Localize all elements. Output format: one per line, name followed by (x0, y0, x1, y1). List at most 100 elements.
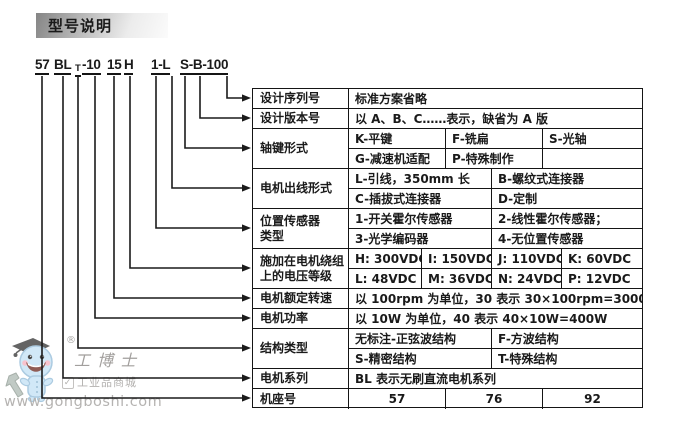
row-label: 施加在电机绕组 上的电压等级 (253, 249, 349, 288)
row-label: 电机系列 (253, 369, 349, 388)
model-code-token: BL (54, 58, 72, 75)
table-cell: F-铣扁 (446, 129, 543, 148)
table-subrow: BL 表示无刷直流电机系列 (349, 369, 642, 388)
table-cell: 1-开关霍尔传感器 (349, 209, 492, 228)
row-label: 电机功率 (253, 309, 349, 328)
table-cell: C-插拔式连接器 (349, 189, 492, 208)
table-cell: F-方波结构 (498, 332, 559, 346)
checkmark-icon: ✓ (62, 377, 74, 389)
arrowhead-icon (242, 114, 251, 122)
arrowhead-icon (242, 294, 251, 302)
table-cell: 2-线性霍尔传感器； (498, 212, 608, 226)
model-code-token: 57 (35, 58, 50, 75)
leader-line (77, 76, 243, 349)
arrowhead-icon (242, 184, 251, 192)
table-row: 结构类型无标注-正弦波结构 F-方波结构 S-精密结构 T-特殊结构 (253, 329, 642, 369)
arrowhead-icon (242, 224, 251, 232)
table-subrow: 无标注-正弦波结构 F-方波结构 (349, 329, 642, 349)
table-cell: J: 110VDC (492, 249, 562, 268)
row-values: 无标注-正弦波结构 F-方波结构 S-精密结构 T-特殊结构 (349, 329, 642, 368)
section-title-label: 型号说明 (48, 17, 113, 35)
table-cell: S-光轴 (549, 132, 587, 146)
table-cell: L-引线，350mm 长 (349, 169, 492, 188)
leader-line (171, 76, 243, 189)
table-cell: T-特殊结构 (498, 352, 558, 366)
leader-line (155, 76, 243, 229)
table-cell (543, 149, 642, 168)
model-code-token: -10 (82, 58, 101, 75)
table-cell: 57 (349, 389, 446, 409)
table-cell: K: 60VDC (568, 251, 632, 266)
row-label: 电机额定转速 (253, 289, 349, 308)
row-label: 设计序列号 (253, 89, 349, 108)
arrowhead-icon (242, 314, 251, 322)
table-subrow: 以 10W 为单位，40 表示 40×10W=400W (349, 309, 642, 328)
table-cell: 以 100rpm 为单位，30 表示 30×100rpm=3000rpm (355, 292, 642, 306)
model-code-token: H (124, 58, 134, 75)
website-url: www.gongboshi.com (4, 394, 163, 410)
brand-text: 工博士 (74, 351, 144, 370)
table-cell: L: 48VDC (349, 269, 422, 288)
table-cell: P: 12VDC (568, 271, 631, 286)
row-values: 以 10W 为单位，40 表示 40×10W=400W (349, 309, 642, 328)
section-title: 型号说明 (36, 13, 168, 38)
arrowhead-icon (242, 144, 251, 152)
model-code-token: S-B-100 (180, 58, 228, 75)
row-label: 电机出线形式 (253, 169, 349, 208)
leader-line (129, 76, 243, 269)
arrowhead-icon (242, 394, 251, 402)
table-cell: 无标注-正弦波结构 (349, 329, 492, 348)
table-cell: 标准方案省略 (355, 92, 428, 106)
table-cell: 以 10W 为单位，40 表示 40×10W=400W (355, 312, 608, 326)
leader-line (184, 76, 243, 149)
table-subrow: 以 A、B、C……表示，缺省为 A 版 (349, 109, 642, 128)
row-values: BL 表示无刷直流电机系列 (349, 369, 642, 388)
arrowhead-icon (242, 374, 251, 382)
table-subrow: L-引线，350mm 长 B-螺纹式连接器 (349, 169, 642, 189)
table-cell: 3-光学编码器 (349, 229, 492, 248)
row-label: 机座号 (253, 389, 349, 409)
table-cell: H: 300VDC (349, 249, 422, 268)
leader-line (113, 76, 243, 299)
row-label: 位置传感器 类型 (253, 209, 349, 248)
leader-line (199, 76, 243, 119)
table-cell: B-螺纹式连接器 (498, 172, 585, 186)
arrowhead-icon (242, 94, 251, 102)
model-code-token: 1-L (151, 58, 171, 75)
arrowhead-icon (242, 264, 251, 272)
arrowhead-icon (242, 344, 251, 352)
leader-line (226, 76, 243, 99)
table-cell: I: 150VDC (422, 249, 492, 268)
table-cell: 以 A、B、C……表示，缺省为 A 版 (355, 112, 549, 126)
model-code-token: 15 (107, 58, 122, 75)
table-row: 电机额定转速以 100rpm 为单位，30 表示 30×100rpm=3000r… (253, 289, 642, 309)
table-subrow: 1-开关霍尔传感器 2-线性霍尔传感器； (349, 209, 642, 229)
tagline-label: 工业品商城 (77, 376, 137, 389)
row-label: 轴键形式 (253, 129, 349, 168)
tagline-text: ✓工业品商城 (62, 374, 137, 390)
table-subrow: 标准方案省略 (349, 89, 642, 108)
row-label: 设计版本号 (253, 109, 349, 128)
row-label: 结构类型 (253, 329, 349, 368)
table-cell: M: 36VDC (422, 269, 492, 288)
row-values: 以 100rpm 为单位，30 表示 30×100rpm=3000rpm (349, 289, 642, 308)
model-code-token: T (75, 64, 81, 77)
table-subrow: 以 100rpm 为单位，30 表示 30×100rpm=3000rpm (349, 289, 642, 308)
table-row: 设计版本号以 A、B、C……表示，缺省为 A 版 (253, 109, 642, 129)
table-row: 设计序列号标准方案省略 (253, 89, 642, 109)
table-cell: S-精密结构 (349, 349, 492, 368)
table-cell: K-平键 (349, 129, 446, 148)
